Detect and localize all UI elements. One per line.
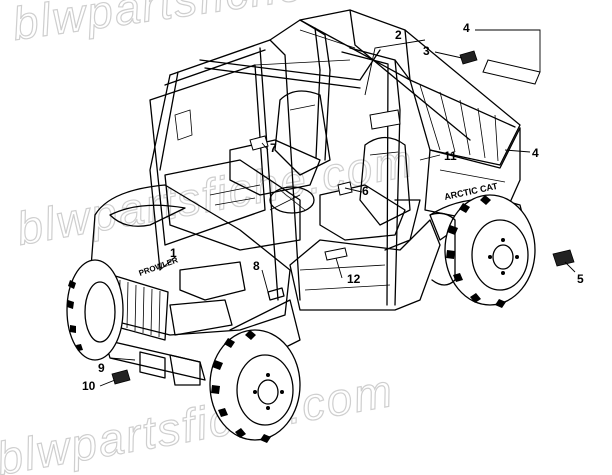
- watermark-bottom: blwpartsfiche.com: [0, 364, 398, 475]
- wheel-front-left: [66, 259, 124, 361]
- callout-10[interactable]: 10: [82, 379, 96, 393]
- seats: [229, 90, 421, 251]
- wheel-rear-right: [444, 194, 536, 308]
- decal-3[interactable]: [459, 50, 478, 65]
- decal-12[interactable]: [324, 247, 348, 261]
- watermark: blwpartsfiche blwpartsfiche.com blwparts…: [0, 0, 418, 475]
- dashboard: [164, 159, 315, 251]
- callout-4-side[interactable]: 4: [532, 146, 539, 160]
- decal-7[interactable]: [249, 135, 269, 151]
- callout-2[interactable]: 2: [395, 28, 402, 42]
- callout-3[interactable]: 3: [423, 44, 430, 58]
- leader-lines: [99, 29, 576, 387]
- decals: [111, 50, 575, 385]
- callout-9[interactable]: 9: [98, 361, 105, 375]
- callout-5[interactable]: 5: [577, 272, 584, 286]
- callout-11[interactable]: 11: [444, 149, 457, 163]
- vehicle-body: ARCTIC CAT: [66, 9, 536, 443]
- callout-7[interactable]: 7: [270, 141, 277, 155]
- decal-4[interactable]: [482, 59, 541, 85]
- callout-labels: 1 2 3 4 4 5 6 7 8 9 10 11 12: [82, 21, 584, 393]
- windshield: [149, 64, 266, 246]
- wheel-front-right: [209, 329, 301, 443]
- decal-2[interactable]: [369, 109, 401, 130]
- callout-12[interactable]: 12: [347, 272, 361, 286]
- decal-6[interactable]: [337, 181, 353, 196]
- wheel-rear-left: [429, 212, 456, 286]
- decal-5[interactable]: [552, 249, 575, 267]
- callout-6[interactable]: 6: [362, 184, 369, 198]
- decal-10[interactable]: [111, 369, 131, 385]
- callout-1[interactable]: 1: [170, 246, 177, 260]
- callout-8[interactable]: 8: [253, 259, 260, 273]
- callout-4-top[interactable]: 4: [463, 21, 470, 35]
